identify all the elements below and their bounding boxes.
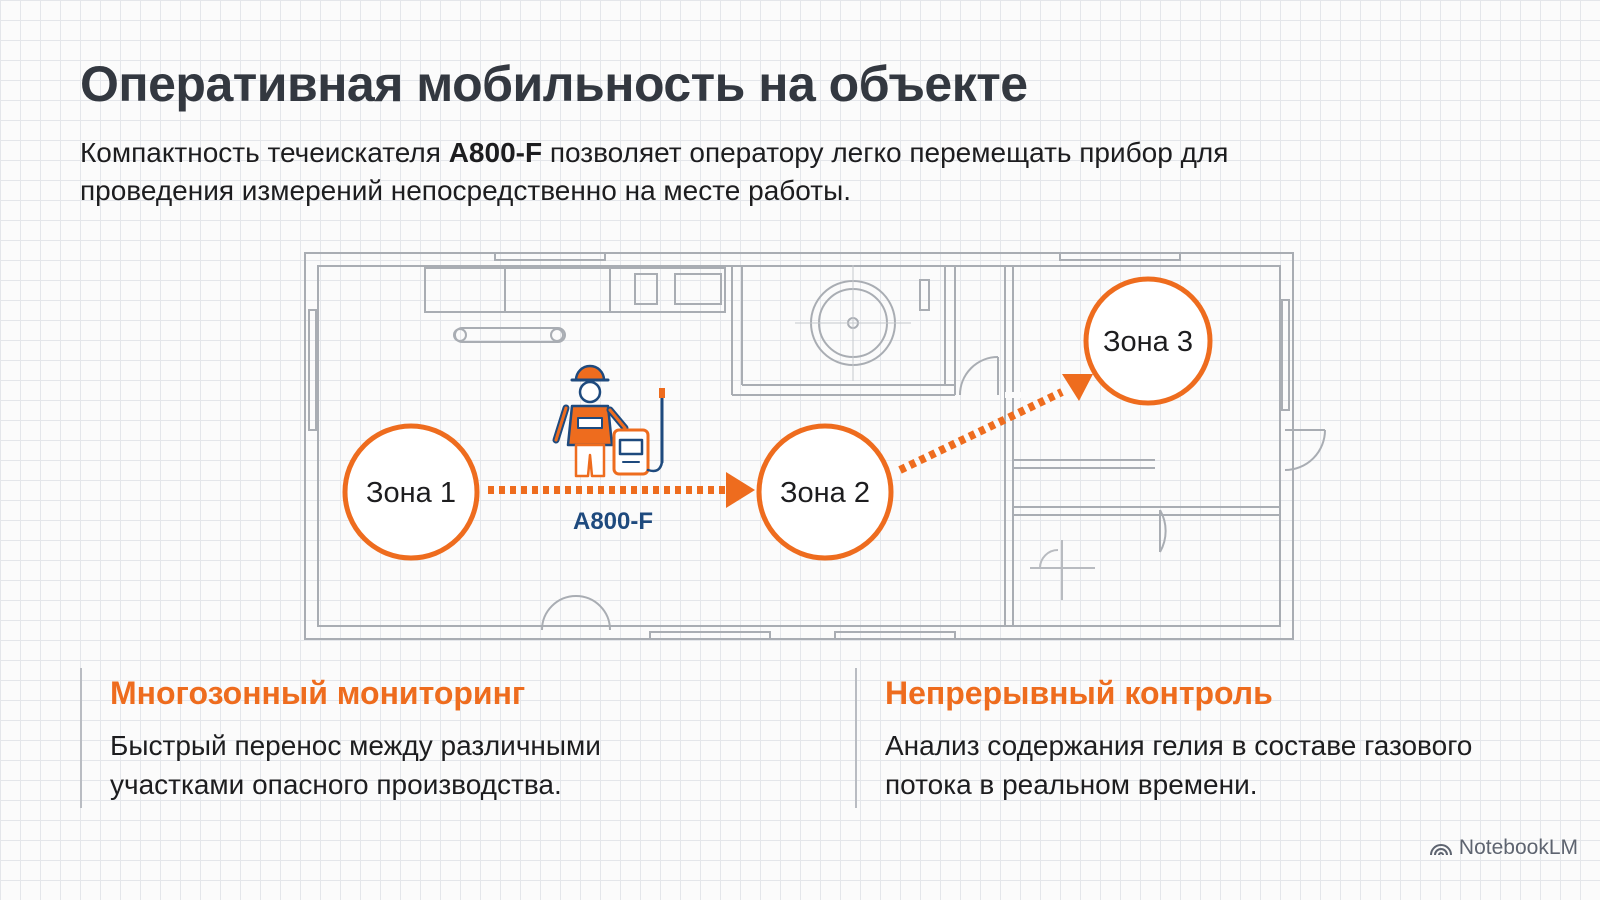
zone-2: Зона 2 bbox=[756, 423, 894, 561]
feature-title: Непрерывный контроль bbox=[885, 675, 1273, 711]
zone-label: Зона 3 bbox=[1103, 326, 1193, 358]
brand-watermark: NotebookLM bbox=[1429, 836, 1578, 860]
page-title: Оперативная мобильность на объекте bbox=[80, 56, 1028, 112]
feature-text: Анализ содержания гелия в составе газово… bbox=[885, 730, 1473, 800]
zone-label: Зона 2 bbox=[780, 477, 870, 509]
feature-text: Быстрый перенос между различными участка… bbox=[110, 730, 601, 800]
device-label: A800-F bbox=[573, 508, 653, 535]
zone-label: Зона 1 bbox=[366, 477, 456, 509]
floor-plan bbox=[304, 252, 1326, 640]
intro-text-start: Компактность течеискателя bbox=[80, 137, 449, 168]
notebooklm-logo-icon bbox=[1429, 844, 1452, 856]
zone-1: Зона 1 bbox=[342, 423, 480, 561]
feature-multizone: Многозонный мониторинг Быстрый перенос м… bbox=[80, 668, 730, 808]
intro-text-end: позволяет оператору легко перемещать при… bbox=[80, 137, 1229, 206]
zone-circle bbox=[342, 423, 480, 561]
zone-circle bbox=[756, 423, 894, 561]
feature-title: Многозонный мониторинг bbox=[110, 675, 526, 711]
arrow-head-icon bbox=[726, 472, 755, 508]
zone-circle bbox=[1083, 276, 1213, 406]
worker-with-leak-detector-icon bbox=[552, 364, 665, 478]
movement-path bbox=[488, 374, 1093, 508]
zone-3: Зона 3 bbox=[1083, 276, 1213, 406]
arrow-head-icon bbox=[1062, 374, 1093, 401]
intro-text: Компактность течеискателя A800-F позволя… bbox=[80, 134, 1380, 210]
arrow-zone2-to-zone3 bbox=[898, 388, 1064, 474]
intro-model-name: A800-F bbox=[448, 137, 543, 168]
brand-name: NotebookLM bbox=[1458, 836, 1578, 859]
feature-continuous: Непрерывный контроль Анализ содержания г… bbox=[855, 668, 1505, 808]
